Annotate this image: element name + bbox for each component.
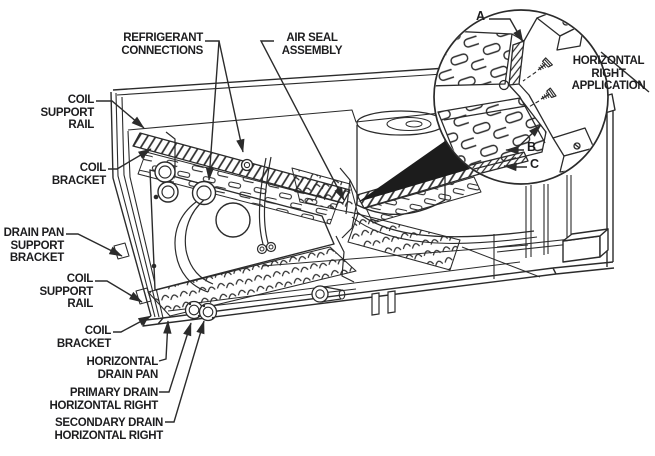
label-coil-bracket-lower: COIL BRACKET (56, 325, 111, 350)
coil-fins (147, 246, 357, 317)
label-horizontal-right-application: HORIZONTAL RIGHT APPLICATION (571, 55, 646, 92)
detail-circle (433, 9, 609, 185)
refrigerant-fitting-small (240, 158, 254, 172)
label-coil-support-rail-upper: COIL SUPPORT RAIL (40, 94, 95, 131)
callout-a: A (476, 9, 486, 23)
leader-lines (66, 40, 650, 423)
callout-b: B (527, 140, 537, 154)
label-primary-drain-horizontal-right: PRIMARY DRAIN HORIZONTAL RIGHT (49, 387, 159, 412)
label-secondary-drain-horizontal-right: SECONDARY DRAIN HORIZONTAL RIGHT (54, 417, 164, 442)
label-coil-bracket-upper: COIL BRACKET (51, 162, 106, 187)
label-drain-pan-support-bracket: DRAIN PAN SUPPORT BRACKET (3, 227, 65, 264)
refrigerant-fitting-large (191, 180, 217, 206)
label-refrigerant-connections: REFRIGERANT CONNECTIONS (121, 32, 203, 57)
callout-c: C (530, 157, 540, 171)
detail-callout-leaders (489, 18, 542, 172)
label-air-seal-assembly: AIR SEAL ASSEMBLY (281, 32, 343, 57)
secondary-drain-fitting (198, 302, 218, 322)
magnifier-wedge-pointer (358, 141, 470, 202)
coil-assembly (132, 132, 484, 317)
detail-upper-panel (435, 29, 513, 87)
drain-fittings (184, 285, 396, 322)
label-coil-support-rail-lower: COIL SUPPORT RAIL (39, 273, 94, 310)
label-horizontal-drain-pan: HORIZONTAL DRAIN PAN (86, 356, 158, 381)
condensate-stub (311, 285, 329, 303)
coil-plate-hole (215, 202, 251, 238)
